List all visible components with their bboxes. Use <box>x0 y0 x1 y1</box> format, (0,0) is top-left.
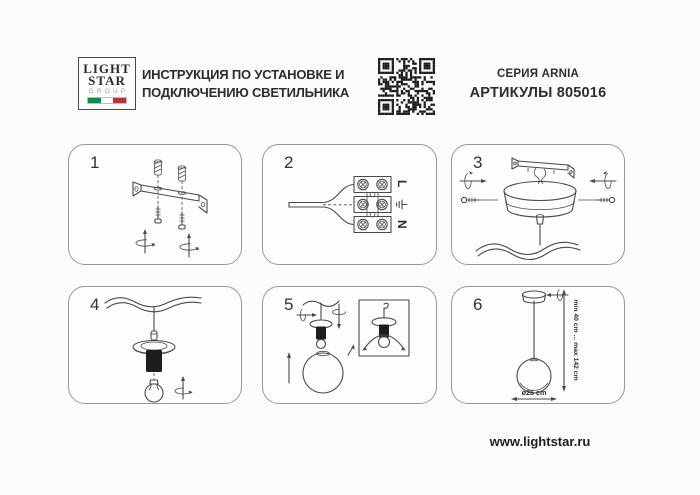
series-label: СЕРИЯ ARNIA <box>497 68 579 80</box>
title-line-1: ИНСТРУКЦИЯ ПО УСТАНОВКЕ И <box>142 67 345 82</box>
globe-shade-icon <box>516 357 552 394</box>
step5-drawing <box>287 299 410 394</box>
pendant-cord-icon <box>302 300 340 320</box>
dimension-line <box>562 289 566 392</box>
inset-detail <box>358 299 410 357</box>
dimension-line <box>511 397 557 401</box>
logo-word-light: LIGHT <box>83 61 131 76</box>
logo-word-star: STAR <box>88 72 126 88</box>
page-title: ИНСТРУКЦИЯ ПО УСТАНОВКЕ И ПОДКЛЮЧЕНИЮ СВ… <box>142 66 392 102</box>
live-label: L <box>395 180 409 187</box>
logo-word-group: GROUP <box>88 88 129 95</box>
screw-icon <box>578 196 616 204</box>
step-number: 4 <box>90 295 100 314</box>
rotation-arrow-icon <box>459 171 487 189</box>
qr-code-icon <box>378 58 435 115</box>
step-panel-6: 6 min 40 cm ... max 142 cm ø25 cm <box>451 286 625 404</box>
lightstar-logo: LIGHT STAR GROUP <box>78 57 136 110</box>
globe-shade-icon <box>302 350 344 394</box>
mounting-bracket-icon <box>132 181 208 214</box>
ground-icon <box>396 199 408 210</box>
step-panel-5: 5 <box>262 286 437 404</box>
step6-drawing: min 40 cm ... max 142 cm ø25 cm <box>511 289 579 401</box>
bulb-icon <box>144 379 164 403</box>
shade-holder-icon <box>309 319 333 350</box>
pendant-cord-icon <box>475 223 581 261</box>
screw-icon <box>460 196 498 204</box>
height-range-label: min 40 cm ... max 142 cm <box>572 299 579 380</box>
diameter-label: ø25 cm <box>522 388 547 397</box>
step1-drawing <box>132 159 208 258</box>
rotation-arrow-icon <box>135 229 156 254</box>
canopy-icon <box>503 180 577 225</box>
step2-drawing: L N <box>288 175 409 234</box>
screw-icon <box>178 211 186 230</box>
step4-drawing <box>104 296 202 403</box>
wire-icon <box>288 183 355 226</box>
step-panel-1: 1 <box>68 144 242 265</box>
italian-flag-icon <box>87 97 127 104</box>
step3-drawing <box>459 157 617 261</box>
rotation-arrow-icon <box>332 303 346 329</box>
step-panel-3: 3 <box>451 144 625 265</box>
screw-icon <box>154 205 162 224</box>
pendant-cord-icon <box>104 296 202 341</box>
title-line-2: ПОДКЛЮЧЕНИЮ СВЕТИЛЬНИКА <box>142 85 350 100</box>
up-arrow-icon <box>287 352 291 384</box>
step-number: 1 <box>90 153 100 172</box>
step-number: 3 <box>473 153 483 172</box>
step-panel-2: 2 <box>262 144 437 265</box>
canopy-icon <box>521 290 547 304</box>
step-number: 5 <box>284 295 294 314</box>
up-arrow-icon <box>347 344 355 356</box>
rotation-arrow-icon <box>174 376 193 400</box>
article-number: АРТИКУЛЫ 805016 <box>469 85 607 101</box>
dowel-icon <box>153 159 163 176</box>
lamp-socket-icon <box>146 350 162 372</box>
rotation-arrow-icon <box>589 171 617 189</box>
step-number: 6 <box>473 295 483 314</box>
dowel-icon <box>177 165 187 182</box>
website-text: www.lightstar.ru <box>489 434 591 449</box>
neutral-label: N <box>395 220 409 229</box>
rotation-arrow-icon <box>179 233 200 258</box>
step-panel-4: 4 <box>68 286 242 404</box>
terminal-block-icon <box>353 175 392 234</box>
product-info: СЕРИЯ ARNIA АРТИКУЛЫ 805016 <box>438 68 638 101</box>
mounting-bracket-icon <box>511 157 575 179</box>
rotation-arrow-icon <box>296 308 317 322</box>
step-number: 2 <box>284 153 294 172</box>
